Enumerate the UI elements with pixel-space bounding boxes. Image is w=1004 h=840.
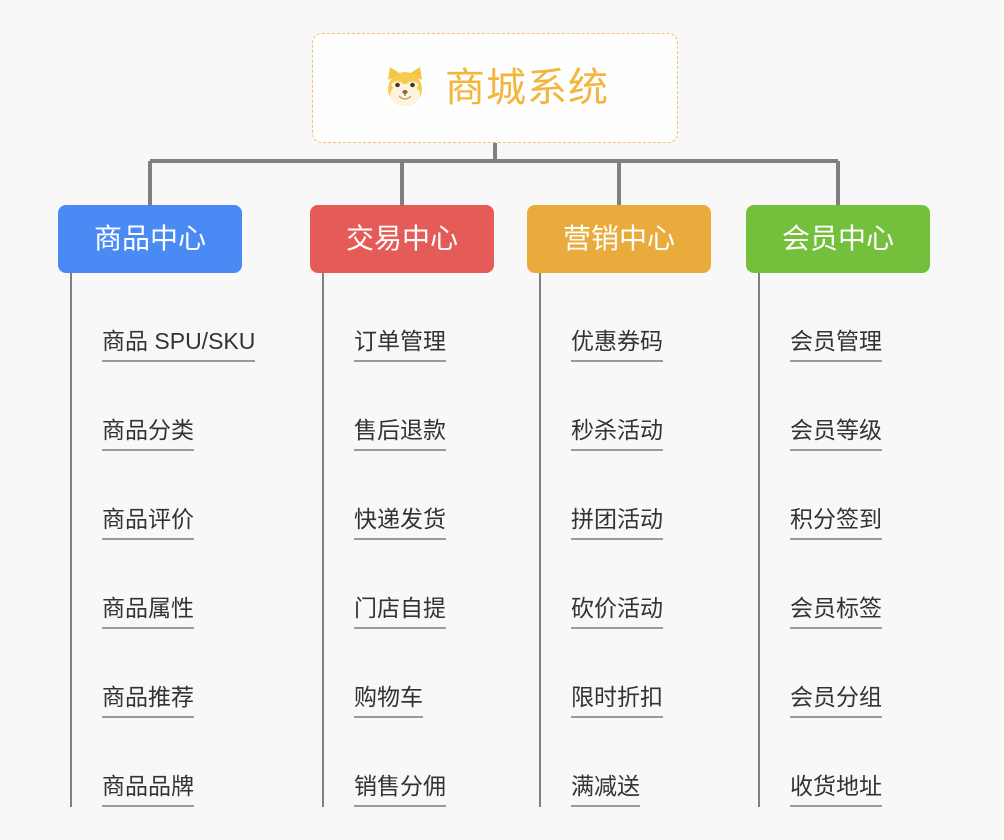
leaf-label: 拼团活动	[571, 508, 663, 540]
leaf-item[interactable]: 优惠券码	[539, 273, 769, 362]
leaf-label: 门店自提	[354, 597, 446, 629]
leaf-label: 商品品牌	[102, 775, 194, 807]
leaf-spine	[758, 273, 760, 807]
leaf-item[interactable]: 快递发货	[322, 451, 552, 540]
leaf-column-1: 订单管理 售后退款 快递发货 门店自提 购物车 销售分佣	[322, 273, 552, 807]
leaf-label: 售后退款	[354, 419, 446, 451]
leaf-item[interactable]: 会员管理	[758, 273, 988, 362]
leaf-item[interactable]: 门店自提	[322, 540, 552, 629]
leaf-spine	[539, 273, 541, 807]
leaf-label: 销售分佣	[354, 775, 446, 807]
category-label: 交易中心	[345, 223, 458, 254]
leaf-label: 积分签到	[790, 508, 882, 540]
category-node-3[interactable]: 会员中心	[746, 205, 930, 273]
category-node-0[interactable]: 商品中心	[58, 205, 242, 273]
root-title: 商城系统	[445, 66, 609, 110]
leaf-label: 订单管理	[354, 330, 446, 362]
leaf-item[interactable]: 拼团活动	[539, 451, 769, 540]
leaf-label: 商品 SPU/SKU	[102, 330, 256, 362]
leaf-label: 商品推荐	[102, 686, 194, 718]
leaf-column-2: 优惠券码 秒杀活动 拼团活动 砍价活动 限时折扣 满减送	[539, 273, 769, 807]
leaf-label: 会员分组	[790, 686, 882, 718]
leaf-item[interactable]: 会员分组	[758, 629, 988, 718]
leaf-item[interactable]: 售后退款	[322, 362, 552, 451]
leaf-item[interactable]: 会员标签	[758, 540, 988, 629]
leaf-label: 会员管理	[790, 330, 882, 362]
category-label: 营销中心	[562, 223, 675, 254]
leaf-column-3: 会员管理 会员等级 积分签到 会员标签 会员分组 收货地址	[758, 273, 988, 807]
leaf-label: 限时折扣	[571, 686, 663, 718]
leaf-label: 会员等级	[790, 419, 882, 451]
leaf-item[interactable]: 满减送	[539, 718, 769, 807]
leaf-item[interactable]: 商品评价	[70, 451, 300, 540]
leaf-item[interactable]: 商品品牌	[70, 718, 300, 807]
leaf-spine	[70, 273, 72, 807]
leaf-label: 快递发货	[354, 508, 446, 540]
leaf-item[interactable]: 积分签到	[758, 451, 988, 540]
leaf-item[interactable]: 会员等级	[758, 362, 988, 451]
leaf-column-0: 商品 SPU/SKU 商品分类 商品评价 商品属性 商品推荐 商品品牌	[70, 273, 300, 807]
category-node-2[interactable]: 营销中心	[527, 205, 711, 273]
leaf-item[interactable]: 限时折扣	[539, 629, 769, 718]
leaf-label: 满减送	[571, 775, 640, 807]
leaf-label: 优惠券码	[571, 330, 663, 362]
leaf-item[interactable]: 砍价活动	[539, 540, 769, 629]
leaf-item[interactable]: 商品分类	[70, 362, 300, 451]
leaf-label: 商品属性	[102, 597, 194, 629]
shiba-dog-face-icon	[381, 64, 429, 112]
leaf-label: 收货地址	[790, 775, 882, 807]
leaf-label: 商品分类	[102, 419, 194, 451]
category-label: 商品中心	[93, 223, 206, 254]
leaf-label: 秒杀活动	[571, 419, 663, 451]
leaf-label: 购物车	[354, 686, 423, 718]
leaf-item[interactable]: 商品推荐	[70, 629, 300, 718]
leaf-item[interactable]: 商品属性	[70, 540, 300, 629]
leaf-label: 商品评价	[102, 508, 194, 540]
leaf-spine	[322, 273, 324, 807]
leaf-label: 砍价活动	[571, 597, 663, 629]
category-label: 会员中心	[781, 223, 894, 254]
category-node-1[interactable]: 交易中心	[310, 205, 494, 273]
leaf-item[interactable]: 秒杀活动	[539, 362, 769, 451]
root-node[interactable]: 商城系统	[312, 33, 678, 143]
leaf-item[interactable]: 商品 SPU/SKU	[70, 273, 300, 362]
leaf-label: 会员标签	[790, 597, 882, 629]
leaf-item[interactable]: 销售分佣	[322, 718, 552, 807]
leaf-item[interactable]: 订单管理	[322, 273, 552, 362]
leaf-item[interactable]: 购物车	[322, 629, 552, 718]
leaf-item[interactable]: 收货地址	[758, 718, 988, 807]
